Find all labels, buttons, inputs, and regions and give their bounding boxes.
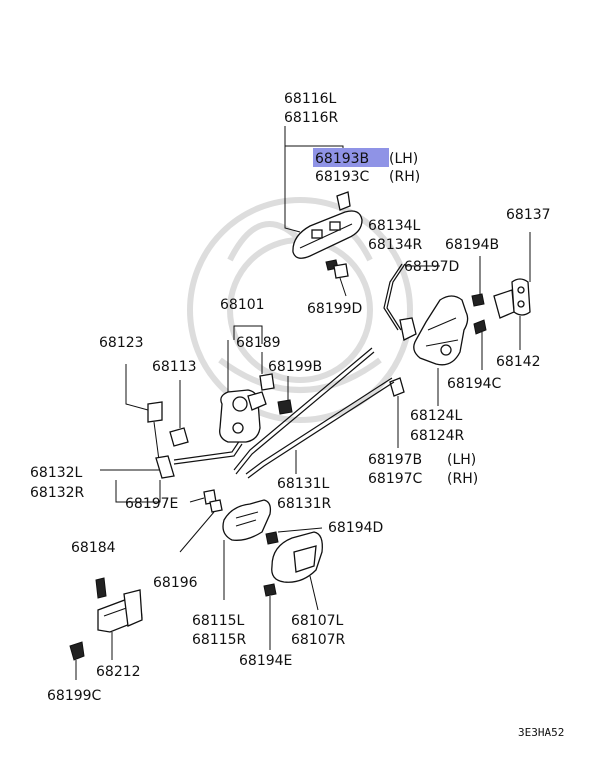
highlight-68193B bbox=[313, 148, 389, 167]
label-68132L: 68132L bbox=[30, 465, 83, 481]
label-68184: 68184 bbox=[71, 540, 116, 556]
bushing-68113 bbox=[169, 427, 189, 447]
label-68124R: 68124R bbox=[410, 428, 465, 444]
label-lh2: (LH) bbox=[447, 452, 476, 468]
screw-68194B bbox=[471, 256, 485, 307]
label-68197E: 68197E bbox=[125, 496, 178, 512]
label-68116R: 68116R bbox=[284, 110, 339, 126]
label-lh: (LH) bbox=[389, 151, 418, 167]
label-68193C: 68193C bbox=[315, 169, 370, 185]
label-68194E: 68194E bbox=[239, 653, 292, 669]
inside-handle-group bbox=[179, 499, 323, 650]
label-68212: 68212 bbox=[96, 664, 141, 680]
door-check-group bbox=[69, 577, 143, 680]
part-labels: 68116L 68116R 68193B (LH) 68193C (RH) 68… bbox=[30, 91, 564, 739]
clip-68189 bbox=[259, 373, 275, 391]
label-68132R: 68132R bbox=[30, 485, 85, 501]
inside-handle-68115 bbox=[222, 499, 272, 541]
screw-68194C bbox=[473, 319, 487, 370]
bolt-68199C bbox=[69, 641, 85, 661]
outside-handle bbox=[292, 210, 363, 259]
label-68197D: 68197D bbox=[404, 259, 459, 275]
rod-68132-group bbox=[100, 455, 217, 505]
label-68134L: 68134L bbox=[368, 218, 421, 234]
bolt-68184 bbox=[95, 577, 107, 599]
clip-68197B bbox=[389, 377, 405, 397]
striker-68137 bbox=[511, 278, 531, 316]
right-lock-group bbox=[383, 232, 531, 448]
bolt-68199D bbox=[325, 259, 349, 297]
label-68194B: 68194B bbox=[445, 237, 499, 253]
label-68115R: 68115R bbox=[192, 632, 247, 648]
label-68197C: 68197C bbox=[368, 471, 423, 487]
label-68194D: 68194D bbox=[328, 520, 383, 536]
label-68197B: 68197B bbox=[368, 452, 422, 468]
rods bbox=[173, 347, 395, 479]
lock-knob-68123 bbox=[147, 401, 163, 423]
screw-68194D bbox=[265, 531, 279, 545]
bolt-68199B bbox=[277, 399, 293, 415]
outside-handle-group bbox=[284, 126, 389, 297]
door-latch-group bbox=[219, 325, 293, 443]
label-68131R: 68131R bbox=[277, 496, 332, 512]
label-68193B: 68193B bbox=[315, 151, 369, 167]
label-68196: 68196 bbox=[153, 575, 198, 591]
handle-spacer bbox=[336, 191, 351, 211]
label-rh: (RH) bbox=[389, 169, 420, 185]
label-68189: 68189 bbox=[236, 335, 281, 351]
label-rh2: (RH) bbox=[447, 471, 478, 487]
label-68113: 68113 bbox=[152, 359, 197, 375]
label-68142: 68142 bbox=[496, 354, 541, 370]
label-68199D: 68199D bbox=[307, 301, 362, 317]
label-68123: 68123 bbox=[99, 335, 144, 351]
figure-code: 3E3HA52 bbox=[518, 726, 564, 739]
label-68199B: 68199B bbox=[268, 359, 322, 375]
label-68101: 68101 bbox=[220, 297, 265, 313]
label-68107R: 68107R bbox=[291, 632, 346, 648]
door-lock-actuator bbox=[413, 295, 469, 366]
label-68124L: 68124L bbox=[410, 408, 463, 424]
leader-68116 bbox=[284, 126, 301, 233]
rod-68131 bbox=[233, 347, 373, 471]
screw-68194E bbox=[263, 583, 277, 597]
label-68116L: 68116L bbox=[284, 91, 337, 107]
label-68199C: 68199C bbox=[47, 688, 102, 704]
rod-68197D bbox=[383, 263, 403, 331]
label-68134R: 68134R bbox=[368, 237, 423, 253]
label-68115L: 68115L bbox=[192, 613, 245, 629]
clip-68196 bbox=[209, 499, 223, 513]
label-68137: 68137 bbox=[506, 207, 551, 223]
label-68107L: 68107L bbox=[291, 613, 344, 629]
lock-knob-group bbox=[125, 364, 189, 469]
label-68194C: 68194C bbox=[447, 376, 502, 392]
label-68131L: 68131L bbox=[277, 476, 330, 492]
